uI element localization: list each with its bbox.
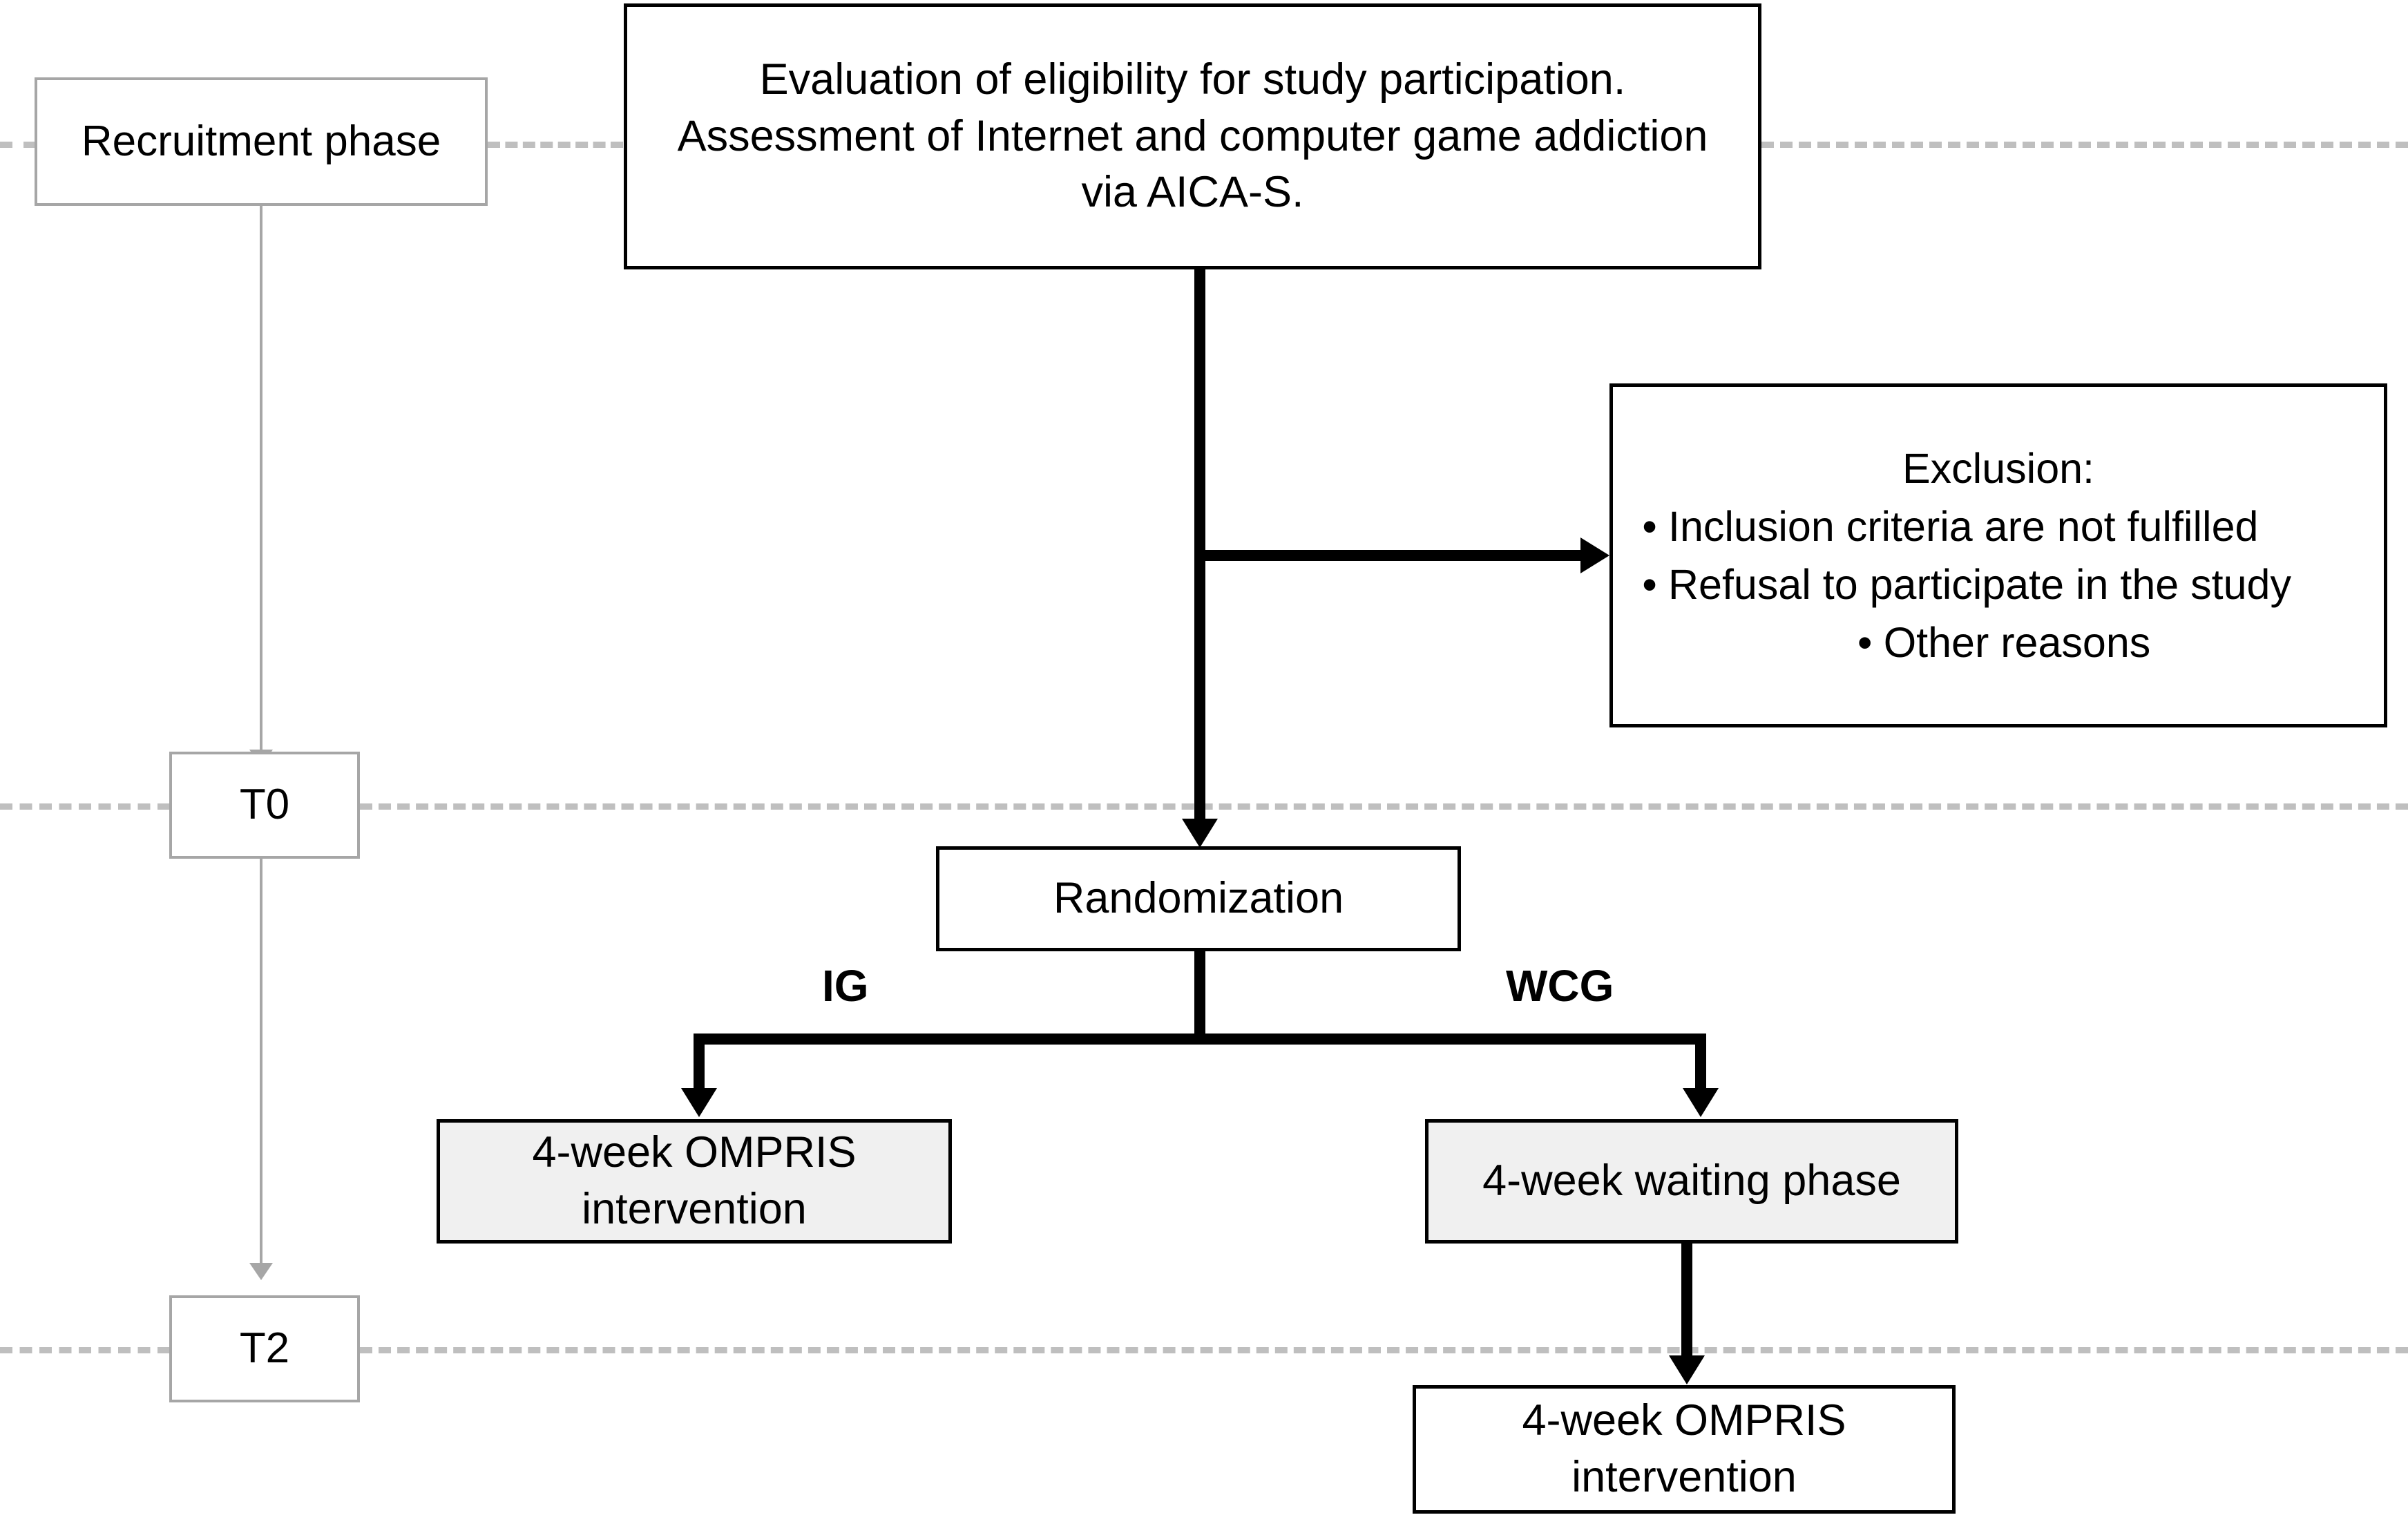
connector-waiting-to-intervention: [1681, 1244, 1692, 1358]
exclusion-title: Exclusion:: [1902, 444, 2094, 492]
exclusion-content: Exclusion: • Inclusion criteria are not …: [1613, 439, 2384, 672]
node-wcg-waiting-phase[interactable]: 4-week waiting phase: [1425, 1119, 1958, 1244]
wcg-waiting-phase-label: 4-week waiting phase: [1482, 1156, 1901, 1206]
timeline-rule-recruitment-middle: [488, 142, 623, 148]
bullet-icon: •: [1857, 619, 1873, 667]
connector-t0-to-t2: [260, 859, 262, 1263]
connector-eligibility-to-randomization: [1194, 269, 1205, 822]
node-exclusion[interactable]: Exclusion: • Inclusion criteria are not …: [1609, 383, 2387, 727]
wcg-intervention-line-2: intervention: [1571, 1453, 1797, 1501]
recruitment-phase-label: Recruitment phase: [81, 117, 441, 165]
connector-wcg-down: [1695, 1034, 1706, 1090]
ig-intervention-line-1: 4-week OMPRIS: [532, 1128, 857, 1177]
timeline-rule-recruitment-right: [1761, 142, 2408, 148]
timepoint-t0-label: T0: [239, 781, 290, 829]
timeline-rule-t0-right: [360, 803, 2408, 810]
node-wcg-intervention[interactable]: 4-week OMPRIS intervention: [1413, 1385, 1956, 1514]
branch-label-ig: IG: [822, 961, 869, 1011]
eligibility-line-3: via AICA-S.: [1081, 168, 1304, 217]
exclusion-list-item: • Inclusion criteria are not fulfilled: [1631, 497, 2366, 555]
arrow-t0-to-t2: [249, 1263, 273, 1280]
arrow-to-exclusion: [1580, 537, 1609, 573]
node-recruitment-phase[interactable]: Recruitment phase: [35, 77, 488, 206]
exclusion-list-item: • Refusal to participate in the study: [1631, 555, 2366, 613]
timeline-rule-t2-left: [0, 1347, 170, 1353]
exclusion-item-text: Refusal to participate in the study: [1668, 561, 2291, 608]
bullet-icon: •: [1642, 561, 1657, 608]
timepoint-t2-label: T2: [239, 1324, 290, 1373]
connector-to-exclusion: [1194, 550, 1581, 561]
ig-intervention-line-2: intervention: [582, 1185, 807, 1233]
timeline-rule-recruitment-left: [0, 142, 36, 148]
bullet-icon: •: [1642, 502, 1657, 550]
arrow-ig-to-intervention: [681, 1088, 717, 1117]
branch-label-wcg: WCG: [1506, 961, 1614, 1011]
arrow-waiting-to-intervention: [1669, 1355, 1705, 1384]
wcg-intervention-line-1: 4-week OMPRIS: [1522, 1396, 1846, 1445]
node-ig-intervention[interactable]: 4-week OMPRIS intervention: [437, 1119, 952, 1244]
exclusion-list-item: • Other reasons: [1631, 613, 2366, 671]
node-timepoint-t0[interactable]: T0: [169, 752, 360, 859]
connector-ig-down: [694, 1034, 705, 1090]
exclusion-list: • Inclusion criteria are not fulfilled •…: [1631, 497, 2366, 672]
connector-recruitment-to-t0: [260, 200, 262, 750]
arrow-to-randomization: [1182, 819, 1218, 848]
split-bar-ig-wcg: [694, 1034, 1706, 1045]
connector-randomization-down: [1194, 951, 1205, 1039]
exclusion-item-text: Inclusion criteria are not fulfilled: [1668, 502, 2259, 550]
node-eligibility-assessment[interactable]: Evaluation of eligibility for study part…: [624, 3, 1761, 269]
timeline-rule-t0-left: [0, 803, 170, 810]
node-randomization[interactable]: Randomization: [936, 846, 1461, 951]
eligibility-line-1: Evaluation of eligibility for study part…: [759, 55, 1626, 104]
eligibility-line-2: Assessment of Internet and computer game…: [677, 111, 1708, 160]
exclusion-item-text: Other reasons: [1883, 619, 2151, 667]
node-timepoint-t2[interactable]: T2: [169, 1295, 360, 1402]
timeline-rule-t2-right: [360, 1347, 2408, 1353]
arrow-wcg-to-waiting: [1683, 1088, 1719, 1117]
randomization-label: Randomization: [1053, 874, 1344, 923]
